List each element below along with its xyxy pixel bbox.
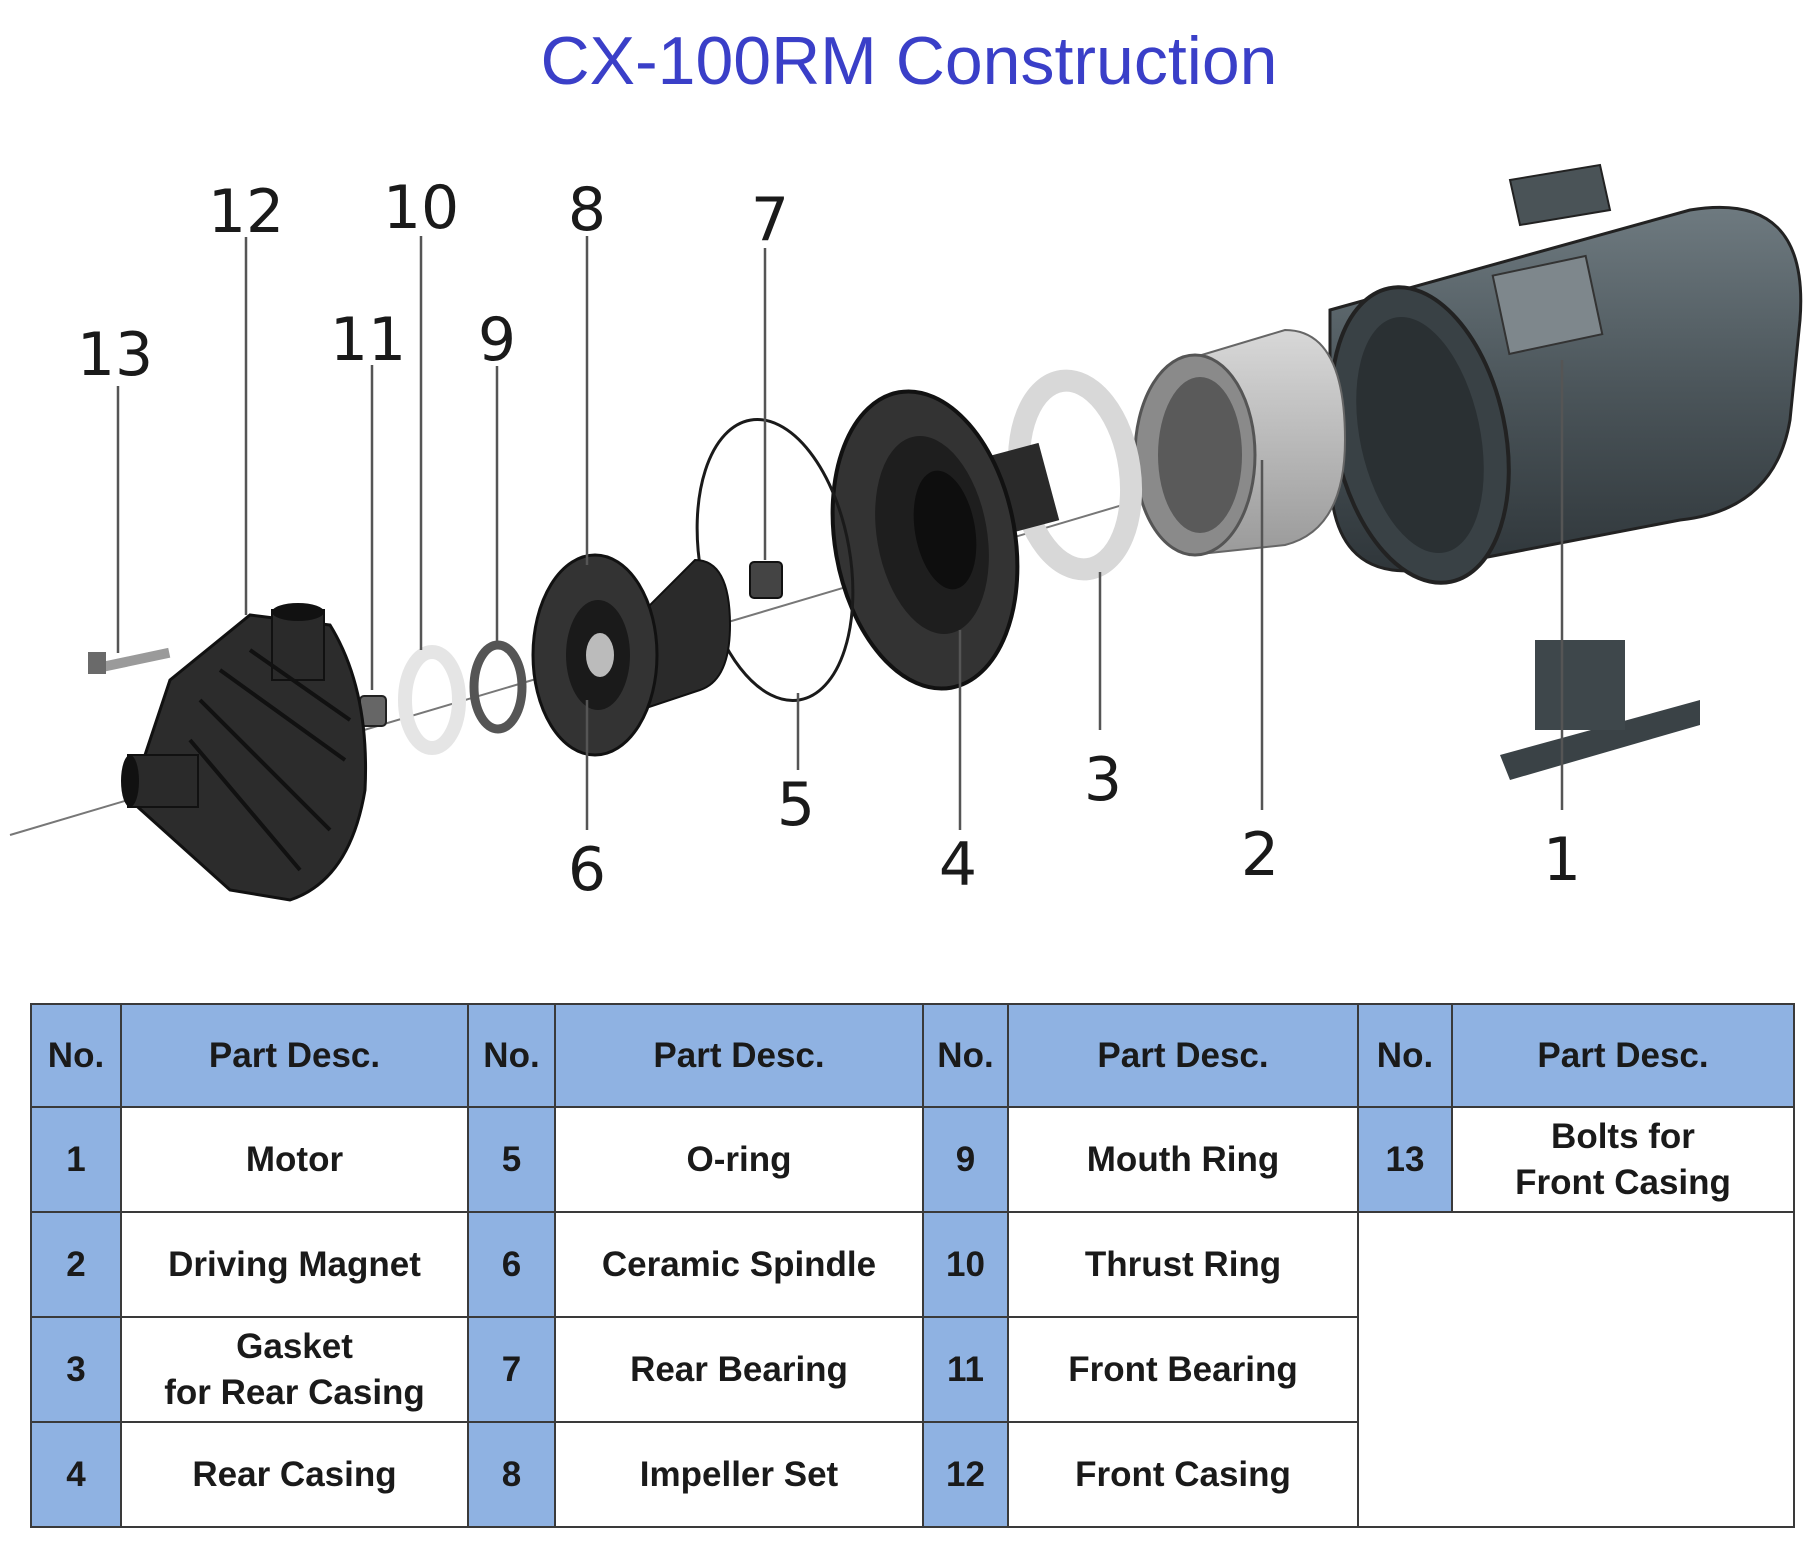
part-front-casing-bolt [88,647,171,674]
callout-7: 7 [751,185,789,255]
part-desc: Motor [120,1106,469,1213]
part-desc: Mouth Ring [1007,1106,1359,1213]
col-header-desc: Part Desc. [120,1003,469,1108]
parts-table: No. Part Desc. No. Part Desc. No. Part D… [30,1003,1795,1528]
part-no: 13 [1357,1106,1453,1213]
table-row: 4 Rear Casing 8 Impeller Set 12 Front Ca… [30,1421,1794,1528]
col-header-desc: Part Desc. [1451,1003,1795,1108]
part-no: 5 [467,1106,556,1213]
part-motor [1328,163,1803,780]
part-driving-magnet [1133,328,1347,557]
leader-lines [116,236,1564,830]
part-desc: Thrust Ring [1007,1211,1359,1318]
part-impeller-set [531,553,732,757]
callout-8: 8 [568,175,606,245]
exploded-view-diagram: 13 12 11 10 9 8 7 6 5 4 3 2 1 [9,163,1803,905]
part-rear-casing [830,389,1060,691]
part-no: 4 [30,1421,122,1528]
part-desc: Front Casing [1007,1421,1359,1528]
part-mouth-ring [469,640,527,734]
col-header-no: No. [1357,1003,1453,1108]
callout-4: 4 [939,830,977,900]
part-no: 9 [922,1106,1009,1213]
callout-13: 13 [77,320,153,390]
col-header-no: No. [467,1003,556,1108]
part-desc: Bolts for Front Casing [1451,1106,1795,1213]
table-row: 3 Gasket for Rear Casing 7 Rear Bearing … [30,1316,1794,1423]
part-thrust-ring [398,645,466,755]
part-desc: O-ring [554,1106,924,1213]
col-header-no: No. [30,1003,122,1108]
callout-5: 5 [777,770,815,840]
col-header-no: No. [922,1003,1009,1108]
part-desc: Rear Casing [120,1421,469,1528]
callout-9: 9 [478,305,516,375]
part-desc: Ceramic Spindle [554,1211,924,1318]
part-no: 11 [922,1316,1009,1423]
part-desc: Front Bearing [1007,1316,1359,1423]
callout-2: 2 [1241,820,1279,890]
table-row: 2 Driving Magnet 6 Ceramic Spindle 10 Th… [30,1211,1795,1528]
empty-cell [1357,1211,1795,1528]
col-header-desc: Part Desc. [1007,1003,1359,1108]
part-no: 1 [30,1106,122,1213]
callout-1: 1 [1543,825,1581,895]
part-desc: Rear Bearing [554,1316,924,1423]
callout-11: 11 [330,305,406,375]
part-no: 3 [30,1316,122,1423]
col-header-desc: Part Desc. [554,1003,924,1108]
part-no: 2 [30,1211,122,1318]
table-header-row: No. Part Desc. No. Part Desc. No. Part D… [30,1003,1795,1108]
part-desc: Gasket for Rear Casing [120,1316,469,1423]
callout-12: 12 [208,177,284,247]
table-row: 1 Motor 5 O-ring 9 Mouth Ring 13 Bolts f… [30,1106,1795,1213]
part-desc: Driving Magnet [120,1211,469,1318]
part-ceramic-spindle [586,633,614,677]
callout-10: 10 [383,173,459,243]
part-rear-bearing [749,561,783,599]
part-desc: Impeller Set [554,1421,924,1528]
part-no: 12 [922,1421,1009,1528]
page-title: CX-100RM Construction [540,23,1278,99]
part-front-casing [121,603,368,902]
callout-3: 3 [1084,745,1122,815]
part-no: 7 [467,1316,556,1423]
part-no: 10 [922,1211,1009,1318]
callout-6: 6 [568,835,606,905]
part-no: 6 [467,1211,556,1318]
part-no: 8 [467,1421,556,1528]
